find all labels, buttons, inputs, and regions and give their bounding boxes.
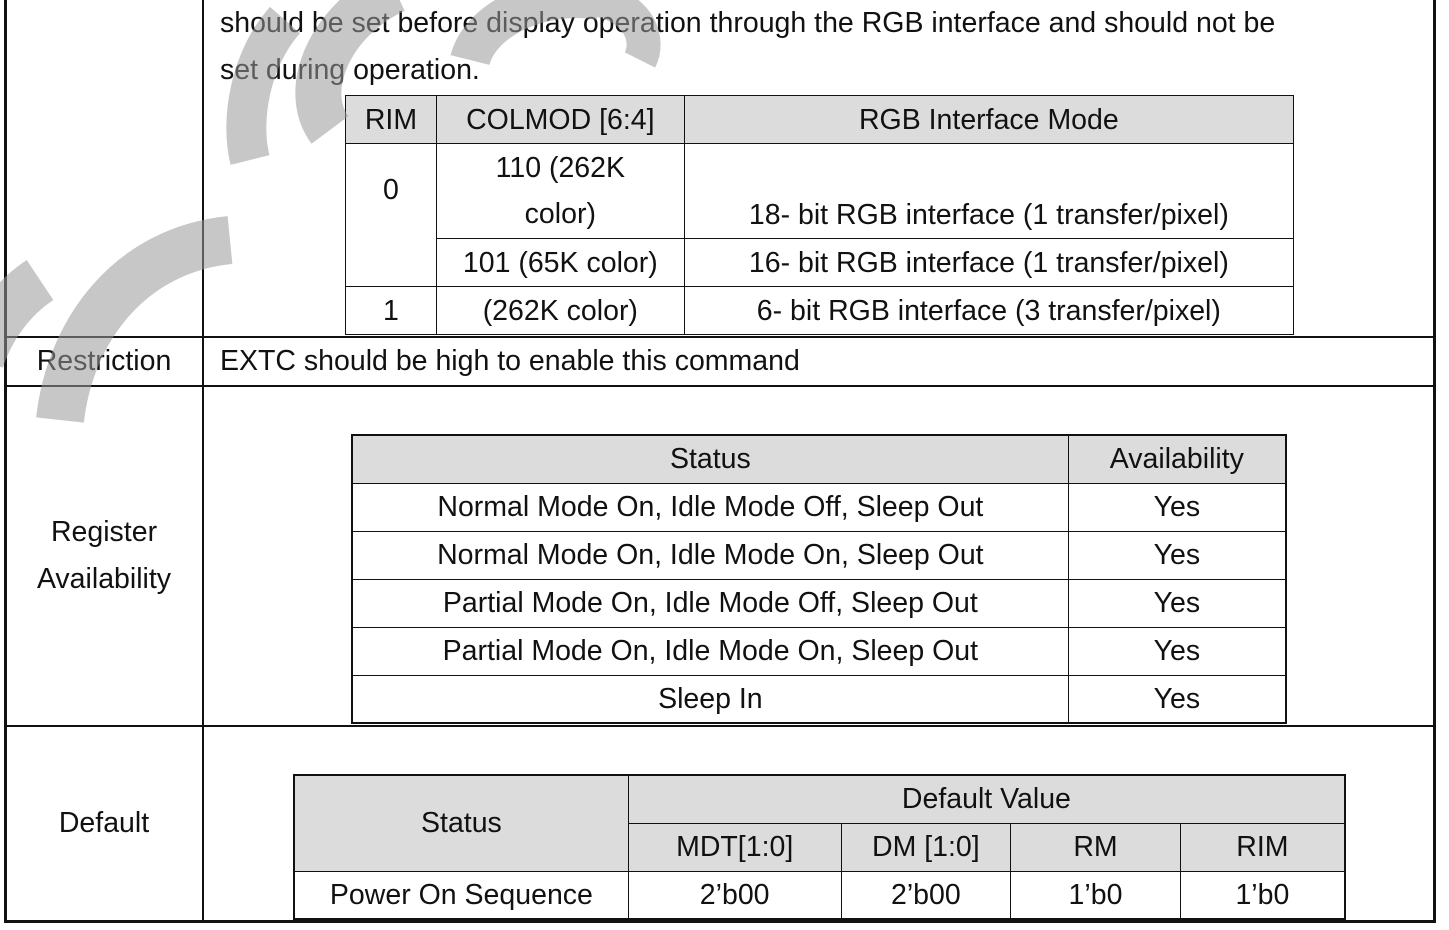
header-colmod: COLMOD [6:4] [435,95,685,144]
header-mdt: MDT[1:0] [627,822,842,872]
default-value-table: Status Default Value MDT[1:0] DM [1:0] R… [293,774,1346,920]
mode-cell: 18- bit RGB interface (1 transfer/pixel) [683,143,1295,239]
colmod-cell: 101 (65K color) [435,238,685,287]
restriction-label: Restriction [36,345,172,377]
header-rim: RIM [345,95,437,144]
row-divider [4,725,1436,727]
header-rgb-mode: RGB Interface Mode [683,95,1295,144]
register-availability-table: Status Availability Normal Mode On, Idle… [351,434,1287,724]
rim-cell: 0 [345,143,437,287]
header-status: Status [351,434,1069,484]
header-rm: RM [1010,822,1181,872]
table-row: Normal Mode On, Idle Mode On, Sleep Out … [351,530,1287,580]
intro-line-1: should be set before display operation t… [220,7,1276,39]
table-row: Sleep In Yes [351,674,1287,724]
register-availability-label: Register Availability [36,516,172,595]
mode-cell: 6- bit RGB interface (3 transfer/pixel) [683,286,1295,335]
intro-line-2: set during operation. [220,54,480,86]
row-divider [4,336,1436,338]
column-divider [202,0,204,923]
table-row: Partial Mode On, Idle Mode On, Sleep Out… [351,626,1287,676]
table-row: Normal Mode On, Idle Mode Off, Sleep Out… [351,482,1287,532]
header-status: Status [293,774,629,872]
header-rim: RIM [1179,822,1346,872]
header-availability: Availability [1067,434,1287,484]
colmod-cell: 110 (262K color) [435,143,685,239]
mode-cell: 16- bit RGB interface (1 transfer/pixel) [683,238,1295,287]
header-dm: DM [1:0] [840,822,1012,872]
row-divider [4,385,1436,387]
rim-cell: 1 [345,286,437,335]
colmod-cell: (262K color) [435,286,685,335]
table-row: Partial Mode On, Idle Mode Off, Sleep Ou… [351,578,1287,628]
header-default-value: Default Value [627,774,1346,824]
document-frame [4,0,1436,923]
rgb-interface-table: RIM COLMOD [6:4] RGB Interface Mode 0 11… [345,95,1295,335]
table-row: Power On Sequence 2’b00 2’b00 1’b0 1’b0 [293,870,1346,920]
default-label: Default [58,807,150,839]
restriction-text: EXTC should be high to enable this comma… [220,345,800,377]
